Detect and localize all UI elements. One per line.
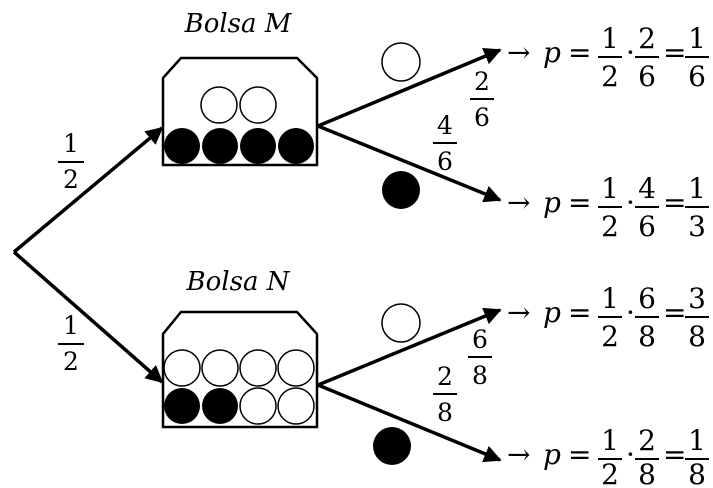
bag-n bbox=[161, 310, 319, 429]
fraction-denominator: 8 bbox=[638, 458, 656, 488]
fraction-denominator: 2 bbox=[63, 165, 79, 194]
dot: · bbox=[626, 186, 635, 219]
fraction-numerator: 2 bbox=[638, 424, 656, 457]
equals: = bbox=[568, 36, 591, 69]
first-branch-n-probability: 1 2 bbox=[58, 311, 84, 376]
p-symbol: p bbox=[543, 296, 561, 329]
fraction-numerator: 2 bbox=[638, 22, 656, 55]
branch-m-white-probability: 2 6 bbox=[470, 67, 494, 132]
white-ball bbox=[239, 86, 277, 124]
arrow: → bbox=[507, 296, 530, 329]
black-ball bbox=[202, 388, 238, 424]
white-ball bbox=[277, 387, 315, 425]
fraction-denominator: 6 bbox=[638, 60, 656, 93]
equals: = bbox=[663, 186, 686, 219]
fraction-denominator: 8 bbox=[688, 320, 706, 353]
white-ball bbox=[239, 349, 277, 387]
fraction-numerator: 1 bbox=[601, 282, 619, 315]
black-ball bbox=[240, 128, 276, 164]
fraction-denominator: 6 bbox=[688, 60, 706, 93]
fraction-numerator: 2 bbox=[437, 362, 453, 391]
fraction-numerator: 1 bbox=[63, 311, 79, 340]
equals: = bbox=[663, 438, 686, 471]
fraction-denominator: 3 bbox=[688, 210, 706, 243]
fraction-denominator: 8 bbox=[472, 361, 488, 390]
fraction-numerator: 1 bbox=[601, 172, 619, 205]
result-equation-m-white: → p = 1 2 · 2 6 = 1 6 bbox=[507, 22, 709, 93]
fraction-numerator: 3 bbox=[688, 282, 706, 315]
white-ball-marker bbox=[381, 42, 421, 82]
p-symbol: p bbox=[543, 186, 561, 219]
equals: = bbox=[663, 36, 686, 69]
bag-m-title: Bolsa M bbox=[184, 9, 293, 39]
dot: · bbox=[626, 296, 635, 329]
fraction-numerator: 4 bbox=[638, 172, 656, 205]
fraction-numerator: 1 bbox=[688, 424, 706, 457]
black-ball bbox=[278, 128, 314, 164]
fraction-numerator: 4 bbox=[437, 111, 453, 140]
white-ball bbox=[277, 349, 315, 387]
fraction-denominator: 2 bbox=[601, 320, 619, 353]
white-ball bbox=[200, 86, 238, 124]
p-symbol: p bbox=[543, 36, 561, 69]
white-ball bbox=[163, 349, 201, 387]
fraction-numerator: 1 bbox=[601, 424, 619, 457]
bag-n-balls bbox=[163, 349, 315, 425]
branch-n-white bbox=[317, 307, 502, 387]
first-branch-m-probability: 1 2 bbox=[58, 129, 84, 194]
fraction-numerator: 6 bbox=[638, 282, 656, 315]
bag-m-balls bbox=[164, 86, 314, 164]
fraction-denominator: 8 bbox=[437, 398, 453, 427]
fraction-denominator: 2 bbox=[601, 458, 619, 488]
black-ball bbox=[164, 128, 200, 164]
fraction-denominator: 6 bbox=[638, 210, 656, 243]
white-ball bbox=[201, 349, 239, 387]
bag-n-title: Bolsa N bbox=[186, 267, 291, 297]
black-ball bbox=[164, 388, 200, 424]
black-ball-marker bbox=[382, 171, 420, 209]
fraction-denominator: 6 bbox=[474, 103, 490, 132]
fraction-numerator: 1 bbox=[63, 129, 79, 158]
fraction-numerator: 1 bbox=[688, 172, 706, 205]
equals: = bbox=[663, 296, 686, 329]
fraction-denominator: 8 bbox=[688, 458, 706, 488]
arrow: → bbox=[507, 438, 530, 471]
black-ball-marker bbox=[373, 427, 411, 465]
branch-m-white bbox=[317, 47, 502, 128]
fraction-numerator: 1 bbox=[601, 22, 619, 55]
result-equation-n-white: → p = 1 2 · 6 8 = 3 8 bbox=[507, 282, 709, 353]
arrow: → bbox=[507, 36, 530, 69]
equals: = bbox=[568, 438, 591, 471]
branch-to-bag-m bbox=[12, 126, 164, 254]
result-equation-n-black: → p = 1 2 · 2 8 = 1 8 bbox=[507, 424, 709, 488]
branch-m-black bbox=[317, 124, 502, 203]
fraction-denominator: 8 bbox=[638, 320, 656, 353]
white-ball bbox=[239, 387, 277, 425]
branch-n-black bbox=[317, 383, 502, 463]
p-symbol: p bbox=[543, 438, 561, 471]
equals: = bbox=[568, 186, 591, 219]
dot: · bbox=[626, 438, 635, 471]
branch-m-black-probability: 4 6 bbox=[433, 111, 457, 176]
fraction-numerator: 1 bbox=[688, 22, 706, 55]
equals: = bbox=[568, 296, 591, 329]
branch-to-bag-n bbox=[12, 250, 164, 384]
fraction-numerator: 2 bbox=[474, 67, 490, 96]
fraction-numerator: 6 bbox=[472, 325, 488, 354]
result-equation-m-black: → p = 1 2 · 4 6 = 1 3 bbox=[507, 172, 709, 243]
fraction-denominator: 2 bbox=[601, 210, 619, 243]
branch-n-white-probability: 6 8 bbox=[468, 325, 492, 390]
bag-m bbox=[161, 56, 319, 167]
fraction-denominator: 6 bbox=[437, 147, 453, 176]
fraction-denominator: 2 bbox=[63, 347, 79, 376]
arrow: → bbox=[507, 186, 530, 219]
dot: · bbox=[626, 36, 635, 69]
fraction-denominator: 2 bbox=[601, 60, 619, 93]
white-ball-marker bbox=[381, 303, 421, 343]
black-ball bbox=[202, 128, 238, 164]
branch-n-black-probability: 2 8 bbox=[433, 362, 457, 427]
